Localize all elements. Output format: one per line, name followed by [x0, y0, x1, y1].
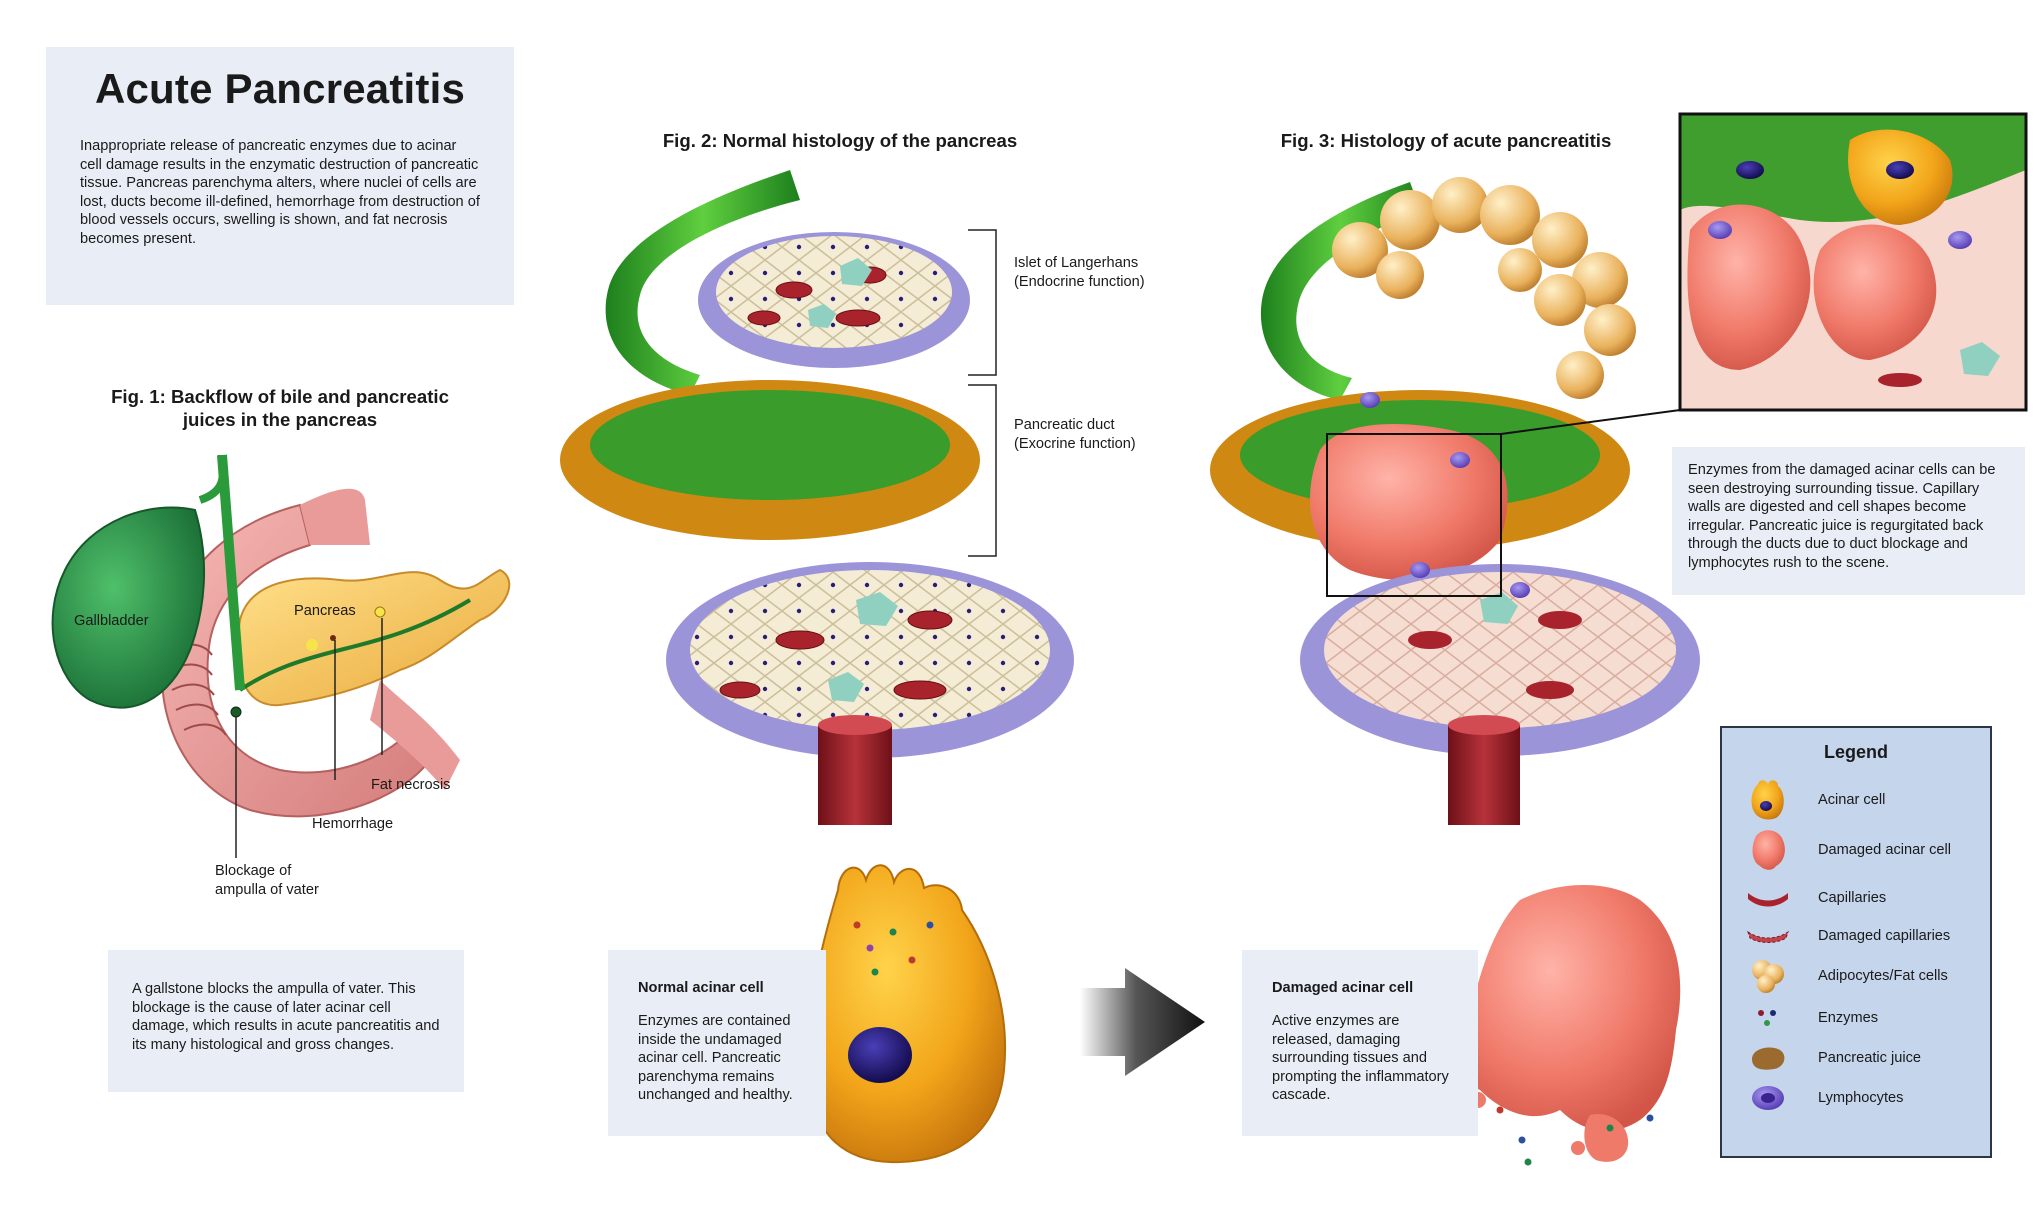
fig2-illustration: [560, 170, 1074, 825]
acinar-ring: [560, 380, 980, 540]
legend-item-damaged-acinar: Damaged acinar cell: [1742, 828, 1951, 872]
damaged-capillary-icon: [1742, 914, 1794, 958]
fig1-title: Fig. 1: Backflow of bile and pancreatic …: [60, 385, 500, 431]
damaged-cell-text: Active enzymes are released, damaging su…: [1272, 1013, 1449, 1104]
legend-item-damaged-capillaries: Damaged capillaries: [1742, 914, 1950, 958]
fig3-illustration: [1210, 112, 2028, 825]
islet-cells: [716, 236, 952, 348]
hemorrhage-spot: [330, 635, 336, 641]
pancreatic-duct-tube: [605, 170, 800, 395]
fig1-title-line2: juices in the pancreas: [182, 409, 378, 430]
fat-necrosis-spot: [306, 639, 318, 651]
gallstone: [230, 706, 242, 718]
zoom-source-box: [1326, 433, 1502, 597]
legend-item-lymphocytes: Lymphocytes: [1742, 1076, 1903, 1120]
legend-title: Legend: [1823, 742, 1888, 762]
legend-label-lymphocytes: Lymphocytes: [1818, 1090, 1904, 1106]
pancreas-label: Pancreas: [294, 603, 356, 619]
duodenum-tail: [370, 680, 460, 790]
normal-acinar-cell-illustration: [806, 864, 1007, 1164]
hemorrhage-label: Hemorrhage: [312, 816, 394, 832]
legend-label-acinar: Acinar cell: [1818, 792, 1886, 808]
damaged-cell-heading: Damaged acinar cell: [1272, 980, 1414, 996]
duct-label-line1: Pancreatic duct: [1014, 417, 1115, 433]
legend-label-capillaries: Capillaries: [1818, 890, 1887, 906]
legend-label-damaged-acinar: Damaged acinar cell: [1818, 842, 1952, 858]
enzymes-icon: [1742, 996, 1794, 1040]
normal-cell-panel: Normal acinar cell Enzymes are contained…: [608, 950, 826, 1136]
capillary-icon: [1742, 876, 1794, 920]
islet-label-line1: Islet of Langerhans: [1014, 255, 1139, 271]
fig2-title: Fig. 2: Normal histology of the pancreas: [662, 130, 1018, 151]
islet-label: Islet of Langerhans (Endocrine function): [1014, 254, 1145, 291]
pancreatic-juice-icon: [1742, 1036, 1794, 1080]
adipocyte-cluster: [1332, 177, 1636, 399]
islet-label-line2: (Endocrine function): [1014, 273, 1145, 290]
duct-label: Pancreatic duct (Exocrine function): [1014, 416, 1136, 453]
fig1-note-text: A gallstone blocks the ampulla of vater.…: [132, 981, 440, 1053]
blockage-label-line2: ampulla of vater: [215, 881, 319, 898]
title-panel: Acute Pancreatitis Inappropriate release…: [46, 47, 514, 305]
blockage-label-line1: Blockage of: [215, 863, 292, 879]
fat-necrosis-spot: [374, 606, 386, 618]
fig3-note: Enzymes from the damaged acinar cells ca…: [1672, 447, 2025, 595]
legend-label-damaged-capillaries: Damaged capillaries: [1818, 928, 1951, 944]
pancreatic-duct-line: [238, 598, 472, 692]
lymphocyte-icon: [1742, 1076, 1794, 1120]
page-title: Acute Pancreatitis: [94, 65, 466, 112]
zoom-inset-frame: [1678, 112, 2028, 412]
normal-cell-heading: Normal acinar cell: [638, 980, 764, 996]
gallbladder-label: Gallbladder: [74, 613, 149, 629]
acinar-cell-icon: [1742, 778, 1794, 822]
blockage-label: Blockage of ampulla of vater: [215, 862, 319, 899]
damaged-cell-panel: Damaged acinar cell Active enzymes are r…: [1242, 950, 1478, 1136]
legend-item-enzymes: Enzymes: [1742, 996, 1878, 1040]
blood-vessel: [818, 725, 892, 825]
zoom-inset: [1678, 112, 2028, 412]
damaged-acinar-region: [1310, 424, 1508, 580]
pancreas-shape: [236, 568, 511, 707]
adipocyte-icon: [1742, 954, 1794, 998]
duct-bracket: [968, 384, 997, 557]
damaged-acinar-cell-illustration: [1463, 885, 1681, 1166]
fat-necrosis-label: Fat necrosis: [371, 777, 451, 793]
duodenum-upper: [300, 488, 370, 545]
fig3-note-text: Enzymes from the damaged acinar cells ca…: [1688, 462, 1996, 571]
transition-arrow: [1080, 968, 1205, 1076]
legend-label-adipocytes: Adipocytes/Fat cells: [1818, 968, 1948, 984]
duct-label-line2: (Exocrine function): [1014, 435, 1136, 452]
islet-bracket: [968, 229, 997, 376]
normal-cell-text: Enzymes are contained inside the undamag…: [638, 1013, 793, 1104]
legend: Legend Acinar cell Damaged acinar cell C…: [1720, 726, 1992, 1158]
fig1-title-line1: Fig. 1: Backflow of bile and pancreatic: [111, 386, 449, 407]
damaged-acinar-cell-icon: [1742, 828, 1794, 872]
legend-item-adipocytes: Adipocytes/Fat cells: [1742, 954, 1948, 998]
fig1-illustration: [51, 454, 511, 858]
fig1-note: A gallstone blocks the ampulla of vater.…: [108, 950, 464, 1092]
legend-item-acinar: Acinar cell: [1742, 778, 1885, 822]
gallbladder-shape: [51, 506, 206, 709]
fig3-title: Fig. 3: Histology of acute pancreatitis: [1280, 130, 1612, 151]
intro-text: Inappropriate release of pancreatic enzy…: [80, 138, 480, 247]
legend-label-enzymes: Enzymes: [1818, 1010, 1879, 1026]
legend-item-pancreatic-juice: Pancreatic juice: [1742, 1036, 1921, 1080]
legend-item-capillaries: Capillaries: [1742, 876, 1886, 920]
legend-label-pancreatic-juice: Pancreatic juice: [1818, 1050, 1922, 1066]
islet-lower-cells: [690, 570, 1050, 730]
